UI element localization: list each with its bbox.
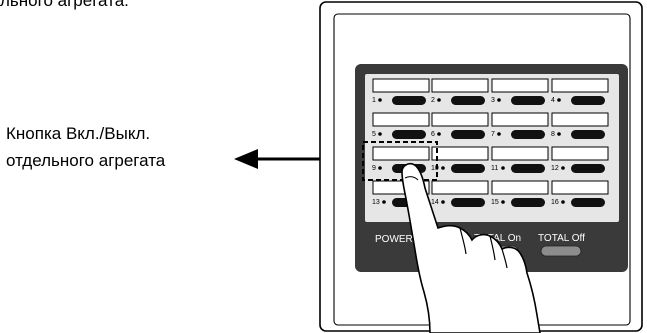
indicator-led (501, 166, 505, 170)
indicator-led (378, 132, 382, 136)
hand-illustration (401, 163, 541, 333)
top-caption: льного агрегата. (0, 0, 129, 10)
unit-number: 15 (491, 199, 499, 206)
unit-7-onoff-button[interactable] (511, 130, 545, 139)
unit-number: 14 (431, 199, 439, 206)
unit-number: 2 (431, 97, 435, 104)
unit-name-label (491, 180, 549, 195)
indicator-led (497, 98, 501, 102)
total-off-label: TOTAL Off (538, 233, 585, 244)
unit-16: 16 (551, 180, 609, 207)
unit-10-onoff-button[interactable] (451, 164, 485, 173)
unit-name-label (431, 180, 489, 195)
unit-8-onoff-button[interactable] (571, 130, 605, 139)
unit-name-label (491, 146, 549, 161)
indicator-led (382, 200, 386, 204)
unit-6: 6 (431, 112, 489, 139)
unit-number: 7 (491, 131, 495, 138)
unit-1: 1 (372, 78, 430, 105)
indicator-led (561, 200, 565, 204)
unit-number: 10 (431, 165, 439, 172)
unit-5: 5 (372, 112, 430, 139)
callout-line-2: отдельного агрегата (6, 151, 166, 170)
indicator-led (437, 132, 441, 136)
highlight-box (362, 141, 438, 181)
unit-name-label (551, 78, 609, 93)
power-label: POWER (375, 234, 413, 245)
unit-number: 8 (551, 131, 555, 138)
unit-11: 11 (491, 146, 549, 173)
unit-number: 16 (551, 199, 559, 206)
unit-10: 10 (431, 146, 489, 173)
unit-number: 4 (551, 97, 555, 104)
indicator-led (441, 166, 445, 170)
unit-name-label (431, 112, 489, 127)
unit-14-onoff-button[interactable] (451, 198, 485, 207)
unit-15: 15 (491, 180, 549, 207)
unit-12-onoff-button[interactable] (571, 164, 605, 173)
indicator-led (561, 166, 565, 170)
callout-label: Кнопка Вкл./Выкл. отдельного агрегата (6, 120, 165, 174)
unit-9: 9 (372, 146, 430, 173)
indicator-led (501, 200, 505, 204)
indicator-led (378, 166, 382, 170)
total-off-button[interactable] (540, 245, 582, 257)
unit-number: 5 (372, 131, 376, 138)
total-on-label: TOTAL On (474, 233, 521, 244)
indicator-led (378, 98, 382, 102)
unit-name-label (551, 180, 609, 195)
unit-4: 4 (551, 78, 609, 105)
unit-2: 2 (431, 78, 489, 105)
unit-4-onoff-button[interactable] (571, 96, 605, 105)
unit-number: 1 (372, 97, 376, 104)
callout-line-1: Кнопка Вкл./Выкл. (6, 124, 151, 143)
unit-2-onoff-button[interactable] (451, 96, 485, 105)
unit-15-onoff-button[interactable] (511, 198, 545, 207)
unit-3-onoff-button[interactable] (511, 96, 545, 105)
indicator-led (497, 132, 501, 136)
unit-name-label (491, 78, 549, 93)
unit-number: 13 (372, 199, 380, 206)
unit-5-onoff-button[interactable] (392, 130, 426, 139)
unit-name-label (431, 146, 489, 161)
unit-6-onoff-button[interactable] (451, 130, 485, 139)
unit-name-label (551, 146, 609, 161)
unit-name-label (551, 112, 609, 127)
unit-name-label (372, 78, 430, 93)
indicator-led (557, 132, 561, 136)
unit-12: 12 (551, 146, 609, 173)
unit-number: 3 (491, 97, 495, 104)
unit-name-label (431, 78, 489, 93)
unit-number: 11 (491, 165, 498, 172)
unit-1-onoff-button[interactable] (392, 96, 426, 105)
indicator-led (437, 98, 441, 102)
unit-14: 14 (431, 180, 489, 207)
unit-16-onoff-button[interactable] (571, 198, 605, 207)
unit-number: 6 (431, 131, 435, 138)
unit-7: 7 (491, 112, 549, 139)
unit-name-label (372, 112, 430, 127)
unit-number: 12 (551, 165, 559, 172)
unit-name-label (372, 146, 430, 161)
indicator-led (557, 98, 561, 102)
unit-name-label (491, 112, 549, 127)
unit-number: 9 (372, 165, 376, 172)
unit-11-onoff-button[interactable] (511, 164, 545, 173)
indicator-led (441, 200, 445, 204)
unit-8: 8 (551, 112, 609, 139)
unit-3: 3 (491, 78, 549, 105)
